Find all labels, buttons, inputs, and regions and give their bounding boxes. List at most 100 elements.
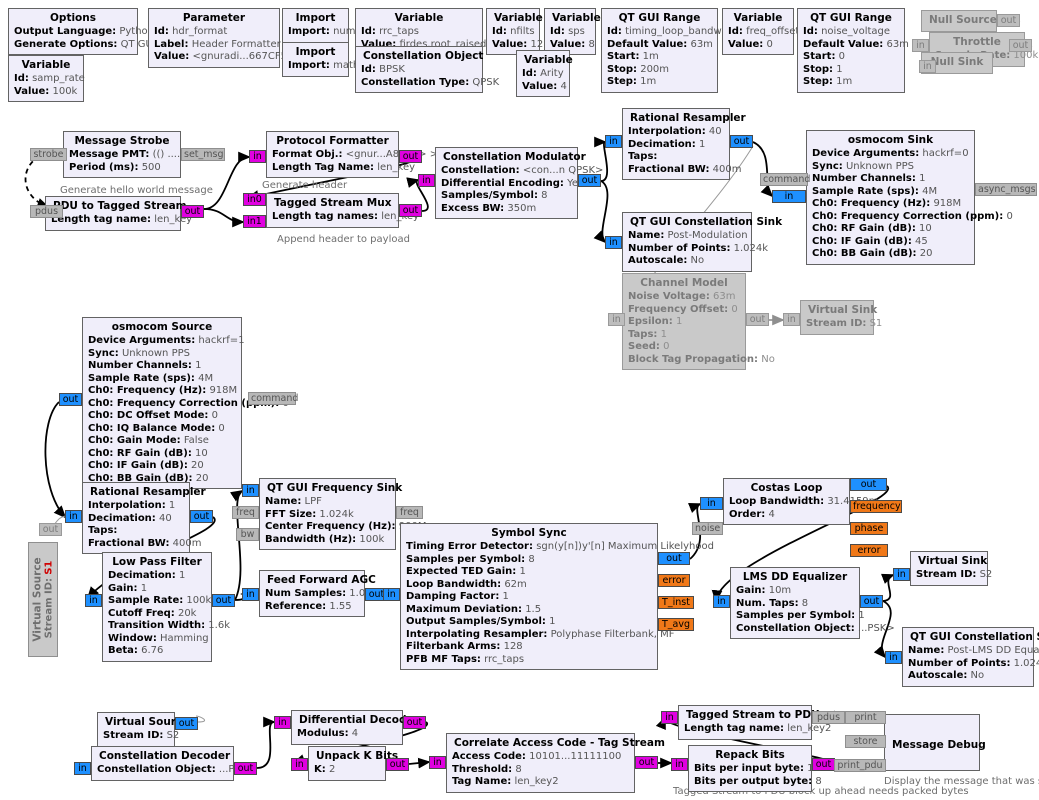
wire-up-to-cac[interactable] (408, 757, 431, 769)
ss-error-port[interactable]: error (658, 574, 690, 587)
cac-in-port[interactable]: in (429, 756, 446, 769)
fs-freq-out-port[interactable]: freq (396, 506, 423, 519)
nullsrc-out-port[interactable]: out (997, 14, 1020, 27)
tspdu-in-port[interactable]: in (661, 711, 678, 724)
rr-tx-in-port[interactable]: in (605, 135, 622, 148)
lpf-in-port[interactable]: in (85, 594, 102, 607)
cs-tx-in-port[interactable]: in (605, 236, 622, 249)
wire-pdu-to-mux1[interactable] (203, 208, 245, 228)
vsink-s1-in-port[interactable]: in (783, 313, 800, 326)
throttle-in-port[interactable]: in (912, 39, 929, 52)
up-out-port[interactable]: out (386, 758, 409, 771)
strobe-in-port[interactable]: strobe (30, 148, 67, 161)
nullsink-in-port[interactable]: in (919, 60, 936, 73)
vsink-s2-in-port[interactable]: in (893, 568, 910, 581)
osmo-sink-async-port[interactable]: async_msgs (975, 183, 1037, 196)
rr-rx-out-port[interactable]: out (190, 510, 213, 523)
pdu-out-port[interactable]: out (181, 205, 204, 218)
ss-in-port[interactable]: in (383, 588, 400, 601)
mux-out-port[interactable]: out (399, 204, 422, 217)
fs-freq-port[interactable]: freq (232, 506, 259, 519)
pf-out-port[interactable]: out (399, 150, 422, 163)
pf-in-port[interactable]: in (249, 150, 266, 163)
fs-in-port[interactable]: in (242, 484, 259, 497)
ss-tinst-port[interactable]: T_inst (658, 596, 694, 609)
rr-tx-out-port[interactable]: out (730, 135, 753, 148)
wire-cd-to-dd[interactable] (256, 716, 276, 769)
pdus-in-port[interactable]: pdus (30, 205, 63, 218)
setmsg-out-port[interactable]: set_msg (181, 148, 225, 161)
ss-tavg-port[interactable]: T_avg (658, 618, 694, 631)
cs-rx-in-port[interactable]: in (885, 651, 902, 664)
throttle-out-port[interactable]: out (1009, 39, 1032, 52)
osmo-src-out-port[interactable]: out (59, 393, 82, 406)
dbg-printpdu-port[interactable]: print_pdu (834, 759, 886, 772)
cm-in-port[interactable]: in (418, 174, 435, 187)
costas-err-port[interactable]: error (850, 544, 888, 557)
lms-out-port[interactable]: out (860, 595, 883, 608)
lms-in-port[interactable]: in (713, 595, 730, 608)
agc-in-port[interactable]: in (242, 588, 259, 601)
wire-lms-to-vsink[interactable] (880, 573, 895, 602)
vsrc-s2-out-port[interactable]: out (175, 717, 198, 730)
fs-bw-port[interactable]: bw (236, 528, 259, 541)
osmo-sink-in-port[interactable]: in (772, 190, 806, 203)
costas-out-port[interactable]: out (850, 478, 887, 491)
wire-cm-to-cs[interactable] (593, 180, 609, 244)
cm-out-port[interactable]: out (578, 174, 601, 187)
osmo-src-cmd-port[interactable]: command (248, 392, 298, 405)
dbg-print-port[interactable]: print (845, 711, 886, 724)
tspdu-out-port[interactable]: pdus (812, 711, 845, 724)
dd-in-port[interactable]: in (274, 716, 291, 729)
vsrc-s1-out-port[interactable]: out (39, 523, 62, 536)
repack-out-port[interactable]: out (812, 758, 835, 771)
costas-in-port[interactable]: in (700, 497, 723, 510)
wire-osmo-to-rr-rx[interactable] (44, 401, 67, 519)
cac-out-port[interactable]: out (635, 756, 658, 769)
costas-phase-port[interactable]: phase (850, 522, 888, 535)
block-null_source[interactable]: Null Source (921, 10, 997, 32)
osmo-sink-cmd-port[interactable]: command (760, 173, 810, 186)
repack-in-port[interactable]: in (671, 758, 688, 771)
rr-rx-in-port[interactable]: in (65, 510, 82, 523)
chan-out-port[interactable]: out (746, 313, 769, 326)
mux-in1-port[interactable]: in1 (243, 215, 266, 228)
dd-out-port[interactable]: out (403, 716, 426, 729)
block-msg_debug[interactable]: Message Debug (884, 714, 986, 771)
costas-freq-port[interactable]: frequency (850, 500, 902, 513)
cd-out-port[interactable]: out (234, 762, 257, 775)
